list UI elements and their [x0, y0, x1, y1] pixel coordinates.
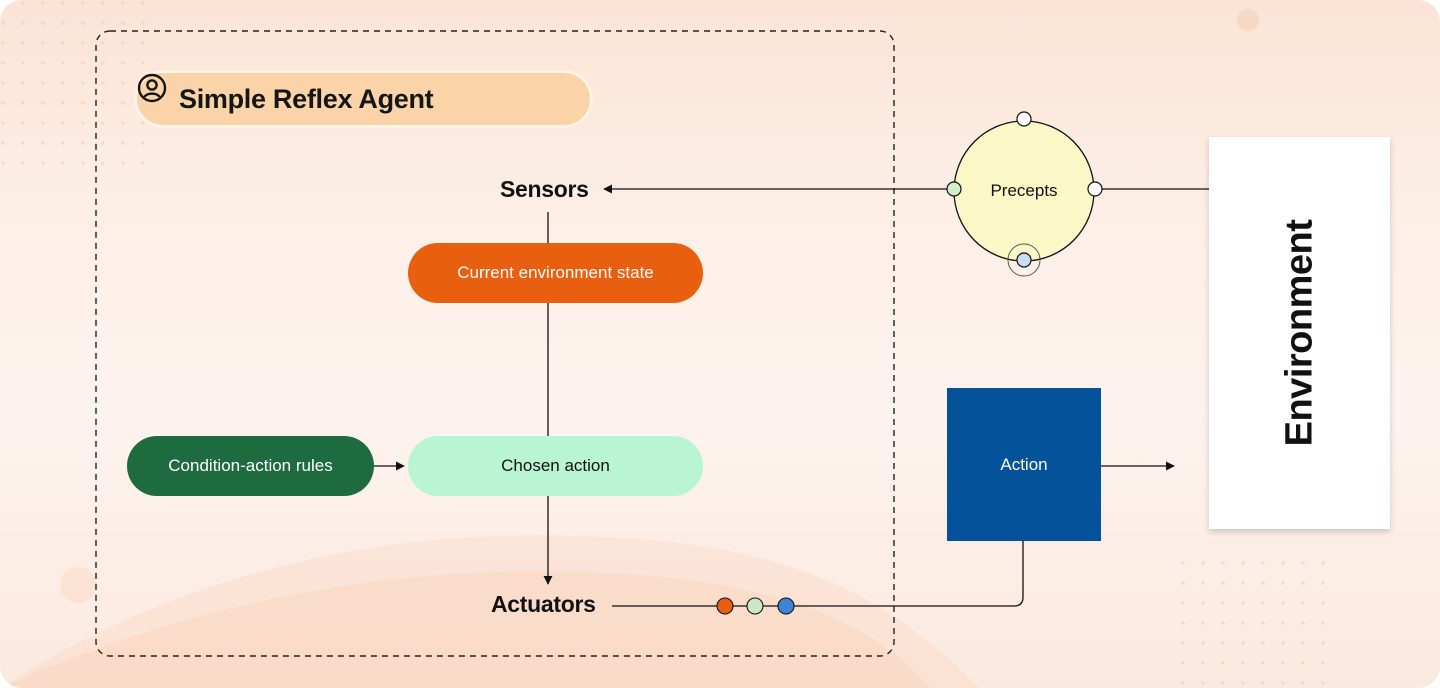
precepts-port-bottom-ring [1007, 243, 1041, 277]
decor-circle-left [60, 567, 96, 603]
precepts-label: Precepts [990, 181, 1058, 200]
action-node: Action [947, 388, 1101, 541]
precepts-port-bottom [1016, 252, 1032, 268]
agent-boundary [95, 30, 895, 657]
agent-title: Simple Reflex Agent [179, 83, 434, 114]
decor-wave-inner [0, 571, 930, 688]
agent-title-pill: Simple Reflex Agent [134, 70, 593, 128]
environment-label: Environment [1278, 219, 1320, 447]
signal-dot-blue [777, 597, 795, 615]
dot-grid-top-left [0, 0, 160, 165]
current-state-node: Current environment state [408, 243, 703, 303]
signal-dot-green [746, 597, 764, 615]
precepts-port-left [946, 181, 962, 197]
actuators-label: Actuators [491, 591, 596, 617]
precepts-port-right [1087, 181, 1103, 197]
decor-wave [0, 535, 980, 688]
user-circle-icon [137, 73, 167, 103]
decor-circle-top [1237, 9, 1259, 31]
sensors-label: Sensors [500, 176, 589, 202]
signal-dot-orange [716, 597, 734, 615]
dot-grid-bottom-right [1180, 560, 1340, 688]
chosen-action-node: Chosen action [408, 436, 703, 496]
environment-panel: Environment [1209, 137, 1390, 529]
condition-rules-node: Condition-action rules [127, 436, 374, 496]
precepts-port-top [1016, 111, 1032, 127]
actuators-to-action-line [612, 541, 1024, 607]
